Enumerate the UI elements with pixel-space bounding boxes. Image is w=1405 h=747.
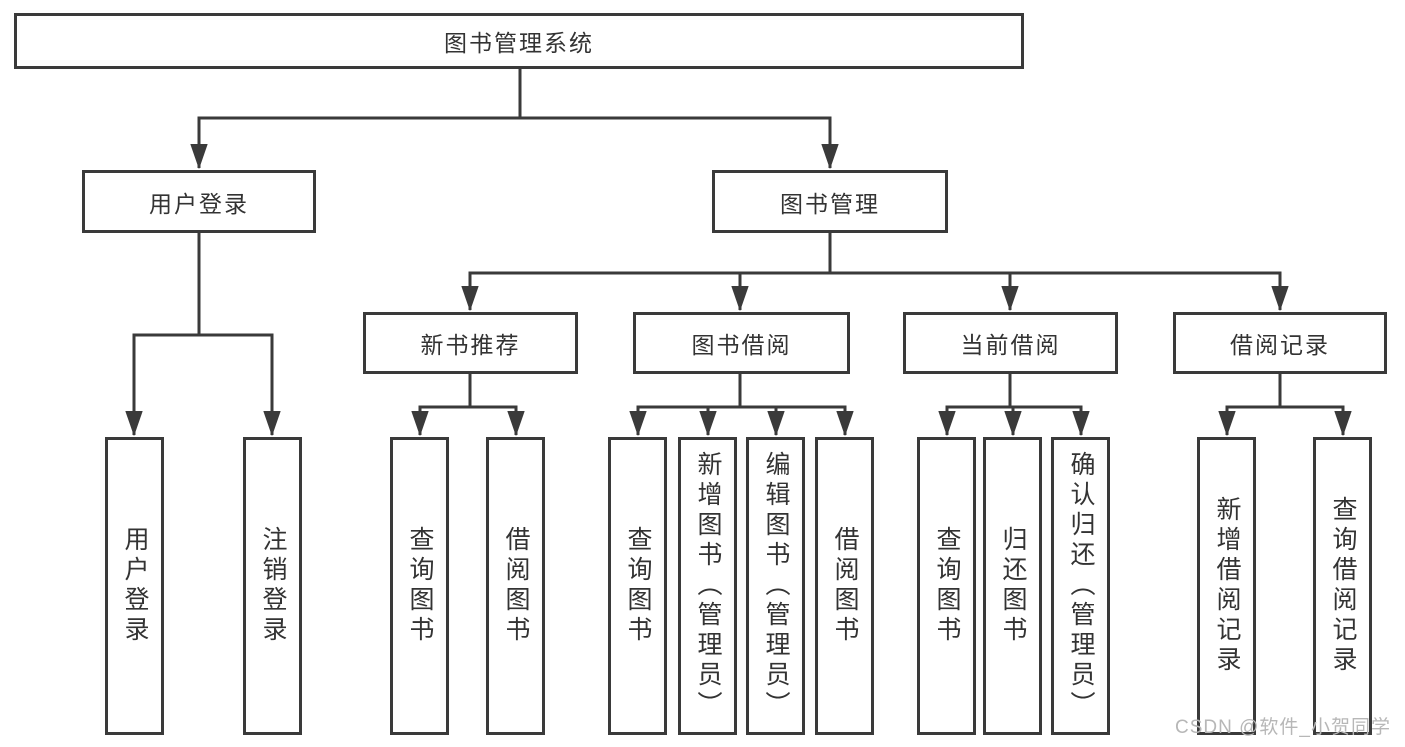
node-book-management: 图书管理 bbox=[712, 170, 948, 233]
leaf-add-book-admin-label: 新增图书（管理员） bbox=[694, 451, 722, 721]
leaf-logout-label: 注销登录 bbox=[259, 526, 287, 646]
leaf-query-books-current-label: 查询图书 bbox=[933, 526, 961, 646]
node-new-book-recommendation-label: 新书推荐 bbox=[420, 332, 521, 358]
leaf-user-login-label: 用户登录 bbox=[121, 526, 149, 646]
leaf-add-borrow-record-label: 新增借阅记录 bbox=[1213, 496, 1241, 676]
node-library-system-label: 图书管理系统 bbox=[444, 30, 594, 56]
leaf-query-books-recommend: 查询图书 bbox=[390, 437, 449, 735]
node-book-borrowing-label: 图书借阅 bbox=[691, 332, 792, 358]
leaf-logout: 注销登录 bbox=[243, 437, 302, 735]
node-current-borrowing: 当前借阅 bbox=[903, 312, 1118, 374]
node-user-login-label: 用户登录 bbox=[149, 190, 249, 217]
leaf-borrow-books-recommend-label: 借阅图书 bbox=[502, 526, 530, 646]
leaf-query-borrow-record: 查询借阅记录 bbox=[1313, 437, 1372, 735]
node-current-borrowing-label: 当前借阅 bbox=[960, 332, 1061, 358]
leaf-add-borrow-record: 新增借阅记录 bbox=[1197, 437, 1256, 735]
leaf-query-books-borrowing: 查询图书 bbox=[608, 437, 667, 735]
csdn-watermark: CSDN @软件_小贺同学 bbox=[1175, 717, 1391, 738]
leaf-add-book-admin: 新增图书（管理员） bbox=[678, 437, 737, 735]
leaf-user-login: 用户登录 bbox=[105, 437, 164, 735]
leaf-query-books-borrowing-label: 查询图书 bbox=[624, 526, 652, 646]
leaf-query-books-recommend-label: 查询图书 bbox=[406, 526, 434, 646]
leaf-borrow-books-recommend: 借阅图书 bbox=[486, 437, 545, 735]
leaf-borrow-books-label: 借阅图书 bbox=[831, 526, 859, 646]
leaf-borrow-books: 借阅图书 bbox=[815, 437, 874, 735]
node-borrowing-records: 借阅记录 bbox=[1173, 312, 1387, 374]
node-book-borrowing: 图书借阅 bbox=[633, 312, 850, 374]
leaf-edit-book-admin-label: 编辑图书（管理员） bbox=[762, 451, 790, 721]
leaf-return-books: 归还图书 bbox=[983, 437, 1042, 735]
leaf-confirm-return-admin: 确认归还（管理员） bbox=[1051, 437, 1110, 735]
node-library-system: 图书管理系统 bbox=[14, 13, 1024, 69]
leaf-edit-book-admin: 编辑图书（管理员） bbox=[746, 437, 805, 735]
connector-trunks bbox=[132, 67, 1345, 409]
leaf-query-borrow-record-label: 查询借阅记录 bbox=[1329, 496, 1357, 676]
leaf-return-books-label: 归还图书 bbox=[999, 526, 1027, 646]
node-book-management-label: 图书管理 bbox=[780, 190, 880, 217]
leaf-query-books-current: 查询图书 bbox=[917, 437, 976, 735]
leaf-confirm-return-admin-label: 确认归还（管理员） bbox=[1067, 451, 1095, 721]
node-user-login: 用户登录 bbox=[82, 170, 316, 233]
node-borrowing-records-label: 借阅记录 bbox=[1230, 332, 1330, 358]
node-new-book-recommendation: 新书推荐 bbox=[363, 312, 578, 374]
